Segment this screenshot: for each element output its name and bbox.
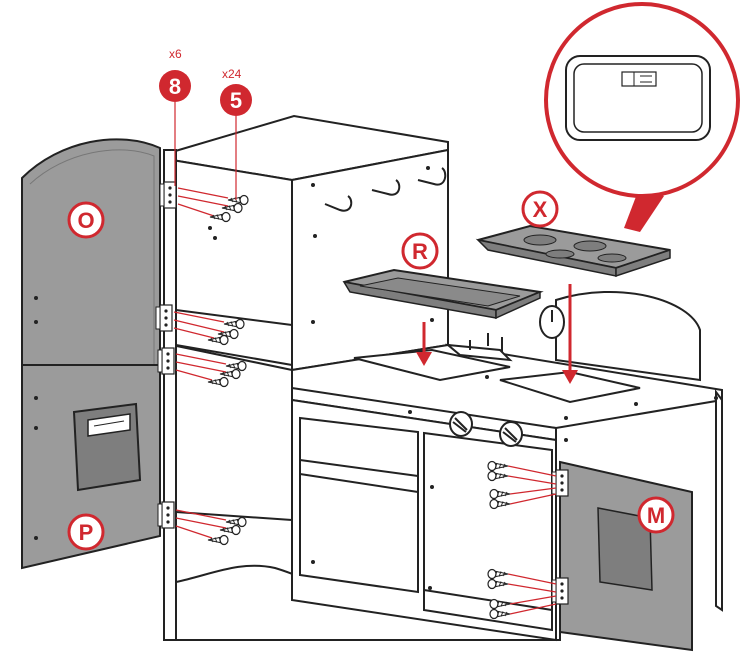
hardware-badge-5: x24 5 — [220, 67, 252, 200]
door-panel-m — [559, 460, 693, 652]
latch-icon — [621, 71, 657, 87]
placement-arrows — [416, 284, 578, 384]
hardware-badge-8: x6 8 — [159, 47, 191, 186]
part-letter-p: P — [79, 520, 94, 545]
stovetop-x — [475, 224, 671, 278]
part-label-m: M — [637, 496, 675, 534]
part-label-p: P — [67, 513, 105, 551]
oven-knob-right — [499, 421, 523, 447]
part-letter-o: O — [77, 208, 94, 233]
part-letter-r: R — [412, 239, 428, 264]
hardware-id-5: 5 — [230, 88, 242, 113]
zoom-callout — [544, 2, 740, 232]
oven-knob-left — [449, 411, 473, 437]
part-label-x: X — [521, 190, 559, 228]
sink-tray-r — [342, 268, 544, 320]
part-label-r: R — [401, 232, 439, 270]
right-screws — [487, 460, 557, 620]
left-screws — [173, 187, 249, 546]
door-panel-p — [21, 364, 161, 570]
dispenser-panel — [72, 402, 142, 492]
hardware-qty-5: x24 — [222, 67, 242, 81]
screw-holes — [208, 166, 718, 590]
part-label-o: O — [67, 201, 105, 239]
part-letter-x: X — [533, 197, 548, 222]
faucet — [444, 333, 513, 362]
door-panel-o — [21, 138, 161, 366]
part-letter-m: M — [647, 503, 665, 528]
hardware-id-8: 8 — [169, 74, 181, 99]
hardware-qty-8: x6 — [169, 47, 182, 61]
